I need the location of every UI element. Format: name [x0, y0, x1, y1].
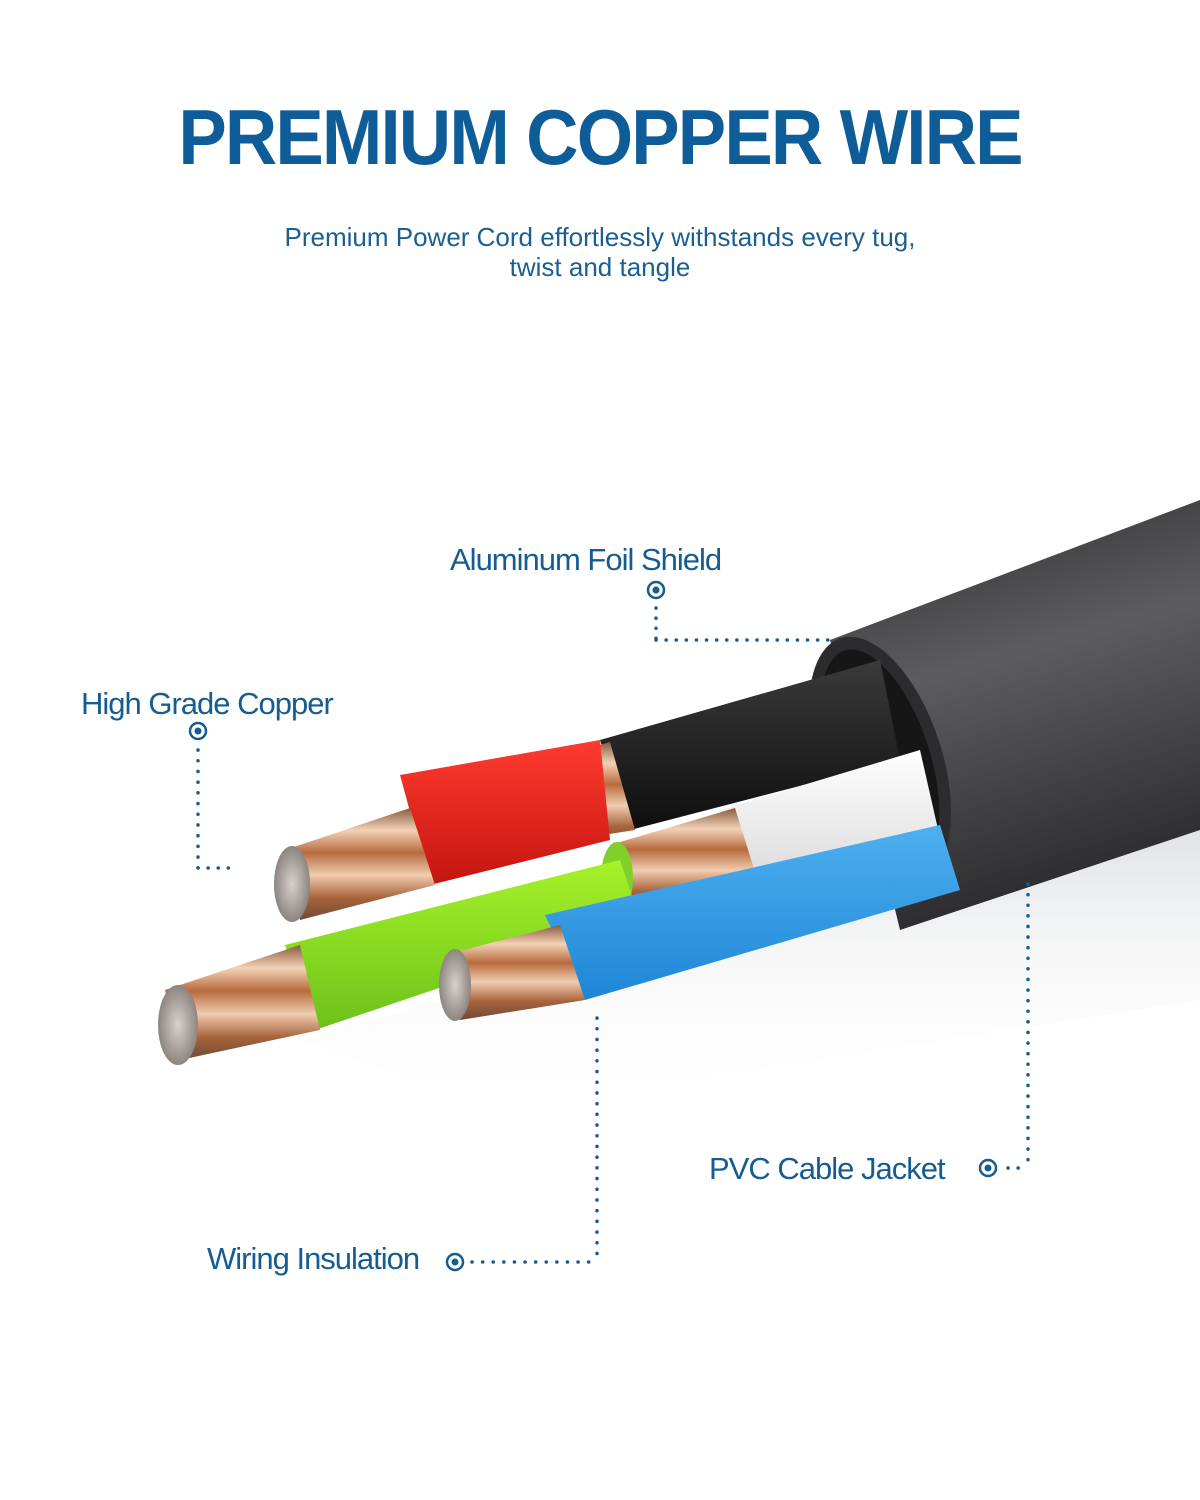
wire-green — [158, 860, 640, 1065]
label-aluminum-foil-shield: Aluminum Foil Shield — [450, 542, 722, 577]
wire-red — [274, 740, 610, 922]
page-title: PREMIUM COPPER WIRE — [178, 93, 1023, 181]
leader-wiring-insulation — [445, 1016, 599, 1272]
leader-aluminum-foil-shield — [646, 580, 830, 642]
leader-high-grade-copper — [188, 721, 240, 870]
label-high-grade-copper: High Grade Copper — [81, 686, 334, 721]
subtitle-line-2: twist and tangle — [509, 252, 691, 282]
label-wiring-insulation: Wiring Insulation — [207, 1241, 420, 1276]
wire-blue — [439, 825, 960, 1021]
label-pvc-cable-jacket: PVC Cable Jacket — [709, 1151, 946, 1186]
subtitle: Premium Power Cord effortlessly withstan… — [0, 222, 1200, 282]
callout-leaders — [188, 580, 1030, 1272]
leader-pvc-cable-jacket — [978, 882, 1030, 1178]
subtitle-line-1: Premium Power Cord effortlessly withstan… — [284, 222, 916, 252]
